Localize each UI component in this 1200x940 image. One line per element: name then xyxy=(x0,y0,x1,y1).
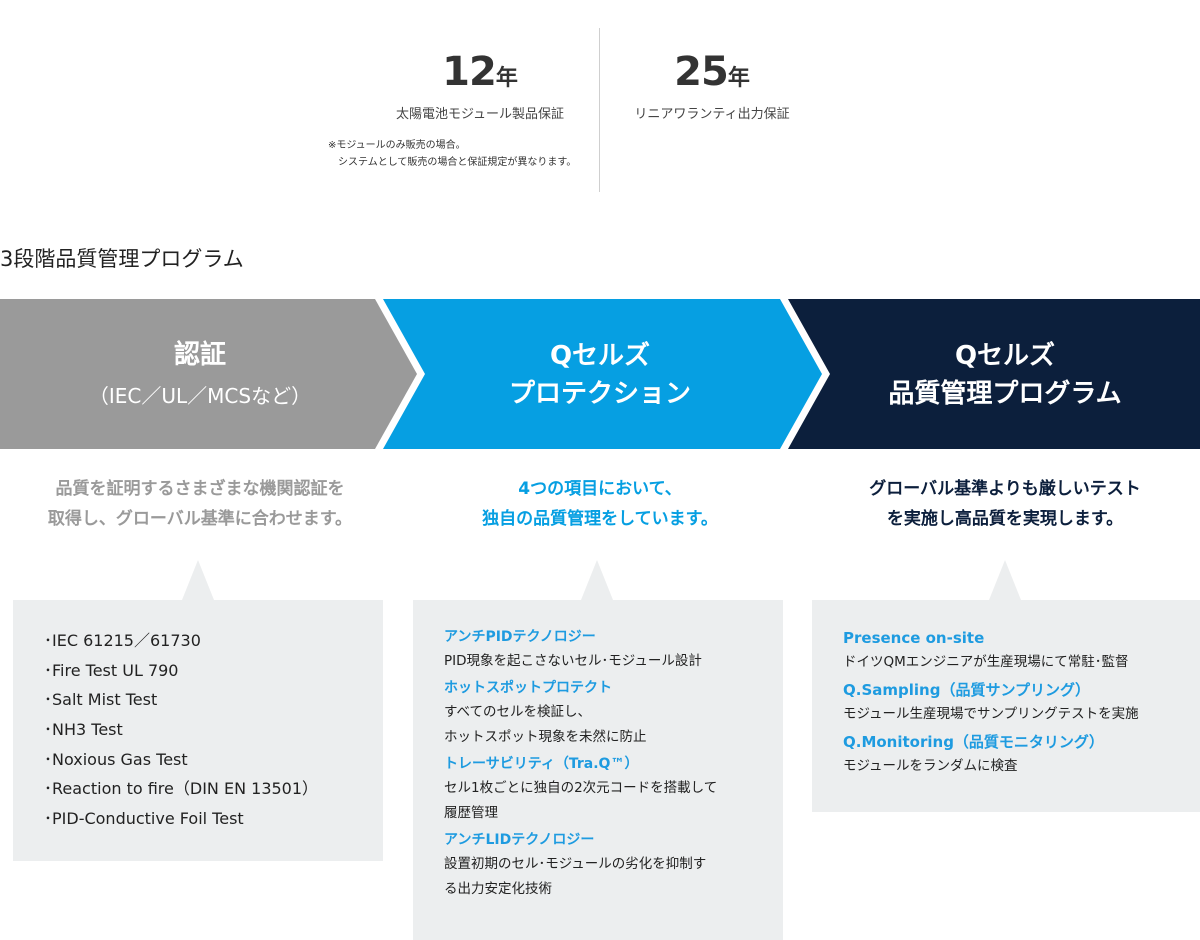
stage2-desc-line1: 4つの項目において、 xyxy=(518,479,682,499)
protection-item-text: ホットスポット現象を未然に防止 xyxy=(444,729,647,745)
list-item: ･NH3 Test xyxy=(44,720,123,740)
protection-item-text: PID現象を起こさないセル･モジュール設計 xyxy=(444,653,702,669)
stage2-box-pointer xyxy=(581,560,613,600)
stage1-desc-line2: 取得し、グローバル基準に合わせます。 xyxy=(47,509,353,529)
stage1-description: 品質を証明するさまざまな機関認証を 取得し、グローバル基準に合わせます。 xyxy=(0,474,400,534)
stage-arrow-certification xyxy=(0,299,417,449)
protection-item-text: 履歴管理 xyxy=(444,805,498,821)
stage1-title: 認証 xyxy=(173,340,226,370)
warranty-linear-unit: 年 xyxy=(727,66,750,91)
warranty-module-number: 12 xyxy=(442,49,497,95)
warranty-linear: 25年 xyxy=(612,52,812,92)
warranty-note-line2: システムとして販売の場合と保証規定が異なります。 xyxy=(338,157,577,168)
stage2-heading: Qセルズ プロテクション xyxy=(400,337,800,413)
certification-list: ･IEC 61215／61730 ･Fire Test UL 790 ･Salt… xyxy=(44,626,318,834)
stage3-title-line1: Qセルズ xyxy=(954,341,1056,371)
warranty-linear-caption: リニアワランティ出力保証 xyxy=(634,107,790,122)
stage3-detail-box: Presence on-site ドイツQMエンジニアが生産現場にて常駐･監督 … xyxy=(812,600,1200,812)
list-item: ･Reaction to fire（DIN EN 13501） xyxy=(44,779,319,799)
protection-item-text: る出力安定化技術 xyxy=(444,881,552,897)
warranty-module-caption: 太陽電池モジュール製品保証 xyxy=(395,107,565,122)
warranty-note-line1: ※モジュールのみ販売の場合。 xyxy=(328,140,466,151)
protection-item-text: すべてのセルを検証し、 xyxy=(444,704,592,720)
stage-arrows xyxy=(0,299,1200,449)
stage1-heading: 認証 （IEC／UL／MCSなど） xyxy=(0,336,400,411)
list-item: ･IEC 61215／61730 xyxy=(44,631,201,650)
stage2-detail-box: アンチPIDテクノロジー PID現象を起こさないセル･モジュール設計 ホットスポ… xyxy=(413,600,783,940)
warranty-module-unit: 年 xyxy=(495,66,518,91)
stage3-desc-line2: を実施し高品質を実現します。 xyxy=(886,509,1124,529)
protection-item-label: ホットスポットプロテクト xyxy=(444,680,612,696)
stage3-title-line2: 品質管理プログラム xyxy=(888,379,1122,409)
qm-item-label: Presence on-site xyxy=(843,629,985,647)
stage2-title-line1: Qセルズ xyxy=(549,341,651,371)
list-item: ･Salt Mist Test xyxy=(44,690,158,710)
qm-item-text: モジュールをランダムに検査 xyxy=(843,758,1018,774)
stage1-desc-line1: 品質を証明するさまざまな機関認証を xyxy=(55,479,345,499)
protection-item-label: アンチPIDテクノロジー xyxy=(444,629,596,645)
protection-item-label: アンチLIDテクノロジー xyxy=(444,832,595,848)
protection-item-label: トレーサビリティ（Tra.Q™） xyxy=(444,756,639,772)
stage1-detail-box: ･IEC 61215／61730 ･Fire Test UL 790 ･Salt… xyxy=(13,600,383,861)
stage2-description: 4つの項目において、 独自の品質管理をしています。 xyxy=(400,474,800,534)
list-item: ･Fire Test UL 790 xyxy=(44,660,179,680)
stage2-desc-line2: 独自の品質管理をしています。 xyxy=(482,509,718,529)
stage3-box-pointer xyxy=(989,560,1021,600)
list-item: ･PID-Conductive Foil Test xyxy=(44,809,244,829)
stage3-description: グローバル基準よりも厳しいテスト を実施し高品質を実現します。 xyxy=(805,474,1200,534)
stage3-desc-line1: グローバル基準よりも厳しいテスト xyxy=(869,479,1141,499)
qm-item-label: Q.Sampling（品質サンプリング） xyxy=(843,681,1090,699)
stage1-subtitle: （IEC／UL／MCSなど） xyxy=(88,384,312,408)
stage-arrow-qm-program xyxy=(788,299,1200,449)
warranty-linear-number: 25 xyxy=(674,49,729,95)
stage-arrow-protection xyxy=(383,299,822,449)
protection-item-text: 設置初期のセル･モジュールの劣化を抑制す xyxy=(444,856,707,872)
warranty-module: 12年 xyxy=(380,52,580,92)
warranty-divider xyxy=(599,28,600,192)
qm-item-label: Q.Monitoring（品質モニタリング） xyxy=(843,733,1104,751)
qm-item-text: モジュール生産現場でサンプリングテストを実施 xyxy=(843,706,1139,722)
list-item: ･Noxious Gas Test xyxy=(44,749,188,769)
stage2-title-line2: プロテクション xyxy=(508,379,691,409)
protection-item-text: セル1枚ごとに独自の2次元コードを搭載して xyxy=(444,780,718,796)
stage3-heading: Qセルズ 品質管理プログラム xyxy=(805,337,1200,413)
stage1-box-pointer xyxy=(182,560,214,600)
qm-item-text: ドイツQMエンジニアが生産現場にて常駐･監督 xyxy=(843,654,1129,670)
section-title: 3段階品質管理プログラム xyxy=(0,247,244,271)
